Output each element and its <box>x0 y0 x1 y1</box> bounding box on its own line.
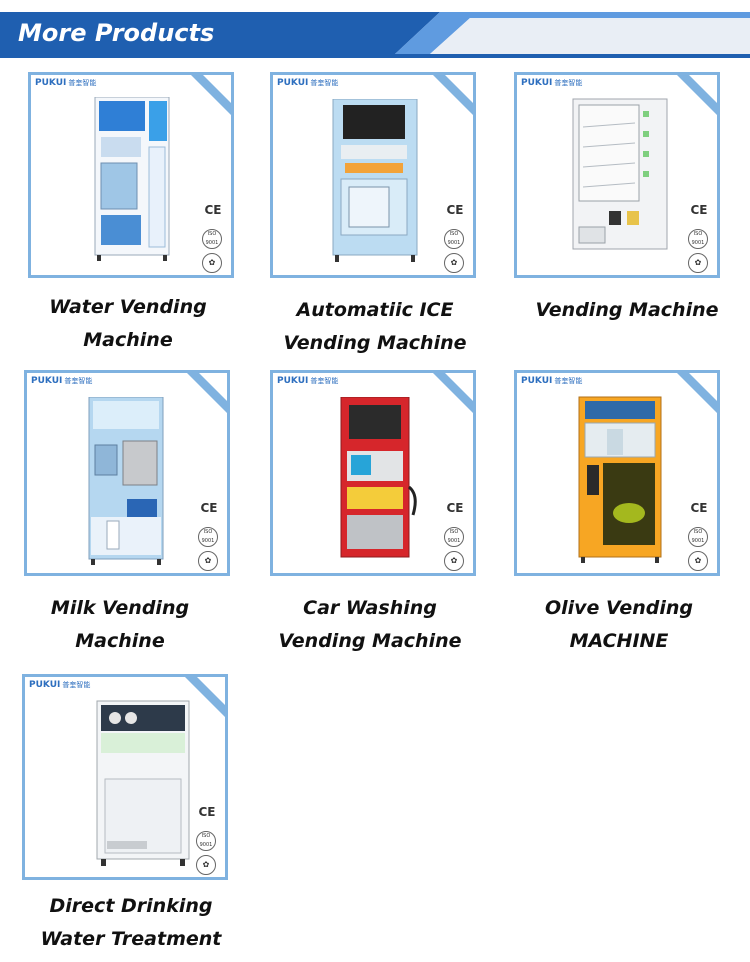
section-header: More Products <box>0 12 750 58</box>
car-washing-machine-image <box>340 397 417 558</box>
corner-stripe-icon <box>187 373 227 413</box>
iso-badge-icon: ISO 9001 <box>444 229 464 249</box>
iso-badge-icon: ISO 9001 <box>202 229 222 249</box>
product-caption-vending-machine[interactable]: Vending Machine <box>535 299 719 321</box>
seal-icon: ✿ <box>444 551 464 571</box>
seal-icon: ✿ <box>198 551 218 571</box>
milk-vending-machine-image <box>88 397 164 565</box>
product-caption-direct-drinking[interactable]: Direct Drinking Water Treatment <box>40 895 222 950</box>
product-caption-milk-vending[interactable]: Milk Vending Machine <box>50 597 190 652</box>
corner-stripe-icon <box>191 75 231 115</box>
ce-mark-icon: CE <box>690 203 708 217</box>
corner-stripe-icon <box>433 75 473 115</box>
iso-badge-icon: ISO 9001 <box>688 229 708 249</box>
product-caption-car-washing[interactable]: Car Washing Vending Machine <box>278 597 462 652</box>
seal-icon: ✿ <box>688 253 708 273</box>
corner-stripe-icon <box>433 373 473 413</box>
ce-mark-icon: CE <box>200 501 218 515</box>
seal-icon: ✿ <box>202 253 222 273</box>
seal-icon: ✿ <box>196 855 216 875</box>
ce-mark-icon: CE <box>204 203 222 217</box>
corner-stripe-icon <box>677 75 717 115</box>
ice-vending-machine-image <box>332 99 418 262</box>
water-vending-machine-image <box>94 97 170 261</box>
iso-badge-icon: ISO 9001 <box>688 527 708 547</box>
iso-badge-icon: ISO 9001 <box>198 527 218 547</box>
corner-stripe-icon <box>677 373 717 413</box>
iso-badge-icon: ISO 9001 <box>196 831 216 851</box>
ce-mark-icon: CE <box>690 501 708 515</box>
corner-stripe-icon <box>185 677 225 717</box>
olive-vending-machine-image <box>578 396 662 563</box>
snack-vending-machine-image <box>572 98 668 250</box>
ce-mark-icon: CE <box>198 805 216 819</box>
iso-badge-icon: ISO 9001 <box>444 527 464 547</box>
section-title: More Products <box>18 19 215 47</box>
seal-icon: ✿ <box>444 253 464 273</box>
seal-icon: ✿ <box>688 551 708 571</box>
product-caption-ice-vending[interactable]: Automatiic ICE Vending Machine <box>283 299 467 354</box>
header-graphic <box>0 12 750 58</box>
product-caption-water-vending[interactable]: Water Vending Machine <box>49 296 207 351</box>
product-caption-olive-vending[interactable]: Olive Vending MACHINE <box>544 597 694 652</box>
ce-mark-icon: CE <box>446 203 464 217</box>
water-treatment-machine-image <box>96 700 190 866</box>
ce-mark-icon: CE <box>446 501 464 515</box>
